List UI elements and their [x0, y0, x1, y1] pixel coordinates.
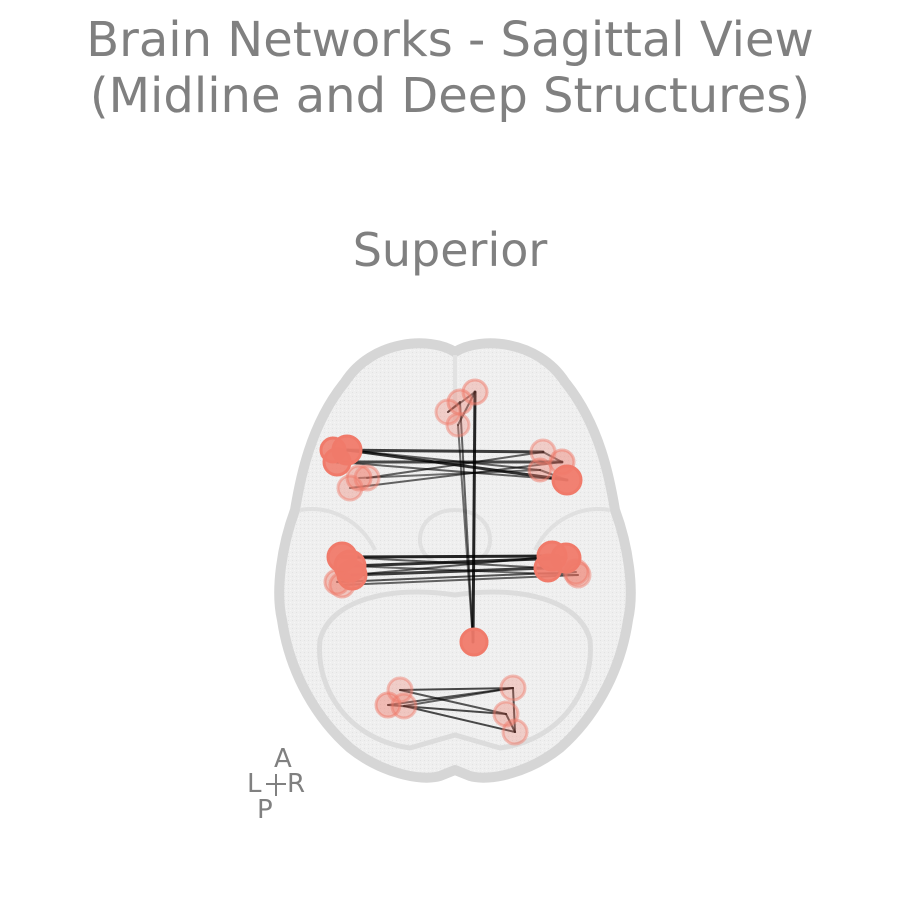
network-edge [341, 556, 549, 569]
network-node [328, 571, 356, 599]
network-node [322, 447, 352, 477]
network-edge [505, 713, 516, 733]
orientation-right-label: R [287, 769, 306, 799]
network-node [390, 692, 418, 720]
orientation-cross [266, 774, 286, 796]
network-edge [336, 461, 568, 481]
network-nodes [319, 378, 592, 746]
network-edge [366, 451, 544, 479]
network-edge [358, 469, 541, 479]
network-node [499, 674, 527, 702]
network-node [434, 398, 462, 426]
network-node [445, 412, 471, 438]
network-node [501, 718, 529, 746]
network-edge [351, 555, 559, 576]
network-edge [399, 689, 507, 715]
temporal-contour-left [299, 507, 377, 551]
network-node [345, 464, 373, 492]
network-node [527, 457, 553, 483]
network-edge [512, 687, 516, 733]
network-node [374, 691, 402, 719]
orientation-anterior-label: A [274, 744, 292, 774]
network-edge [403, 687, 514, 707]
network-node [564, 561, 592, 589]
network-edge [471, 390, 477, 644]
network-edge [340, 554, 560, 559]
network-edge [399, 687, 514, 691]
network-node [461, 378, 489, 406]
view-label: Superior [352, 223, 548, 277]
network-node [336, 474, 364, 502]
orientation-left-label: L [247, 769, 262, 799]
cerebellum-contour [317, 589, 593, 751]
orientation-posterior-label: P [257, 795, 273, 825]
figure-title-line-2: (Midline and Deep Structures) [89, 68, 811, 124]
figure-title-line-1: Brain Networks - Sagittal View [86, 12, 814, 68]
network-node [446, 388, 474, 416]
network-edge [331, 448, 545, 454]
network-edge [350, 566, 550, 577]
network-edge [349, 461, 563, 489]
network-node [533, 553, 563, 583]
network-node [492, 700, 520, 728]
temporal-contour-right [533, 507, 611, 551]
network-edge [346, 449, 541, 471]
network-edge [403, 705, 516, 733]
network-edges [331, 390, 579, 733]
network-node [353, 464, 381, 492]
network-node [551, 464, 583, 496]
network-node [459, 627, 489, 657]
network-node [562, 558, 590, 586]
